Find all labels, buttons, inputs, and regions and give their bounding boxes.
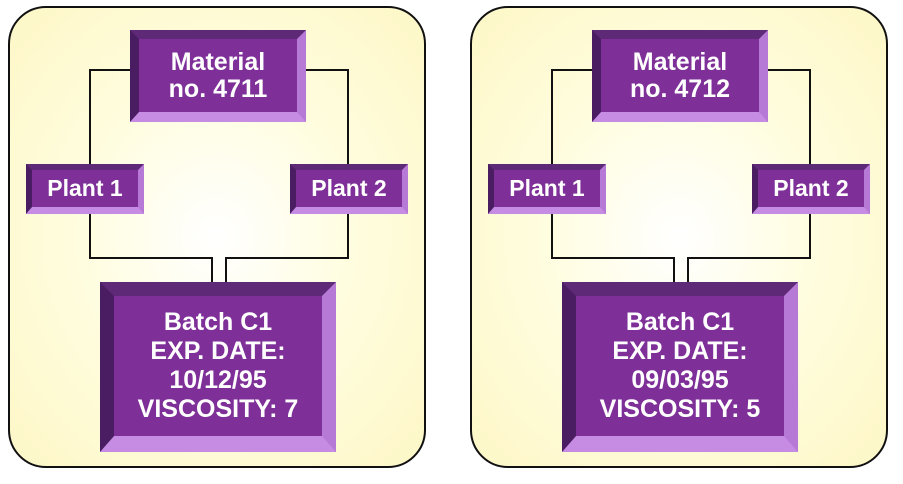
structure-panel-1: Material no. 4711 Plant 1 Plant 2 Batch … <box>8 6 426 468</box>
material-label: Material <box>632 48 728 77</box>
plant-2-box: Plant 2 <box>290 164 408 214</box>
plant-1-box: Plant 1 <box>488 164 606 214</box>
material-label: Material <box>170 48 266 77</box>
connector-material-plant-2 <box>306 69 349 164</box>
connector-plant-2-batch <box>687 214 811 282</box>
plant-2-label: Plant 2 <box>773 175 849 202</box>
material-number: no. 4711 <box>168 74 268 103</box>
connector-material-plant-1 <box>551 69 592 164</box>
material-box: Material no. 4711 <box>130 30 306 122</box>
plant-2-label: Plant 2 <box>311 175 387 202</box>
batch-box: Batch C1 EXP. DATE: 10/12/95 VISCOSITY: … <box>100 282 336 452</box>
batch-box: Batch C1 EXP. DATE: 09/03/95 VISCOSITY: … <box>562 282 798 452</box>
expiry-label: EXP. DATE: <box>612 337 748 365</box>
connector-plant-1-batch <box>89 214 213 282</box>
batch-label: Batch C1 <box>163 308 273 336</box>
connector-lines <box>89 69 349 282</box>
connector-lines <box>551 69 811 282</box>
expiry-label: EXP. DATE: <box>150 337 286 365</box>
batch-label: Batch C1 <box>625 308 735 336</box>
plant-1-box: Plant 1 <box>26 164 144 214</box>
connector-plant-2-batch <box>225 214 349 282</box>
viscosity-value: VISCOSITY: 5 <box>599 395 761 423</box>
connector-material-plant-1 <box>89 69 130 164</box>
plant-2-box: Plant 2 <box>752 164 870 214</box>
connector-material-plant-2 <box>768 69 811 164</box>
plant-1-label: Plant 1 <box>509 175 585 202</box>
connector-plant-1-batch <box>551 214 675 282</box>
expiry-date: 09/03/95 <box>631 366 729 394</box>
plant-1-label: Plant 1 <box>47 175 123 202</box>
expiry-date: 10/12/95 <box>169 366 267 394</box>
material-box: Material no. 4712 <box>592 30 768 122</box>
structure-panel-2: Material no. 4712 Plant 1 Plant 2 Batch … <box>470 6 888 468</box>
material-number: no. 4712 <box>629 74 731 103</box>
viscosity-value: VISCOSITY: 7 <box>137 395 299 423</box>
